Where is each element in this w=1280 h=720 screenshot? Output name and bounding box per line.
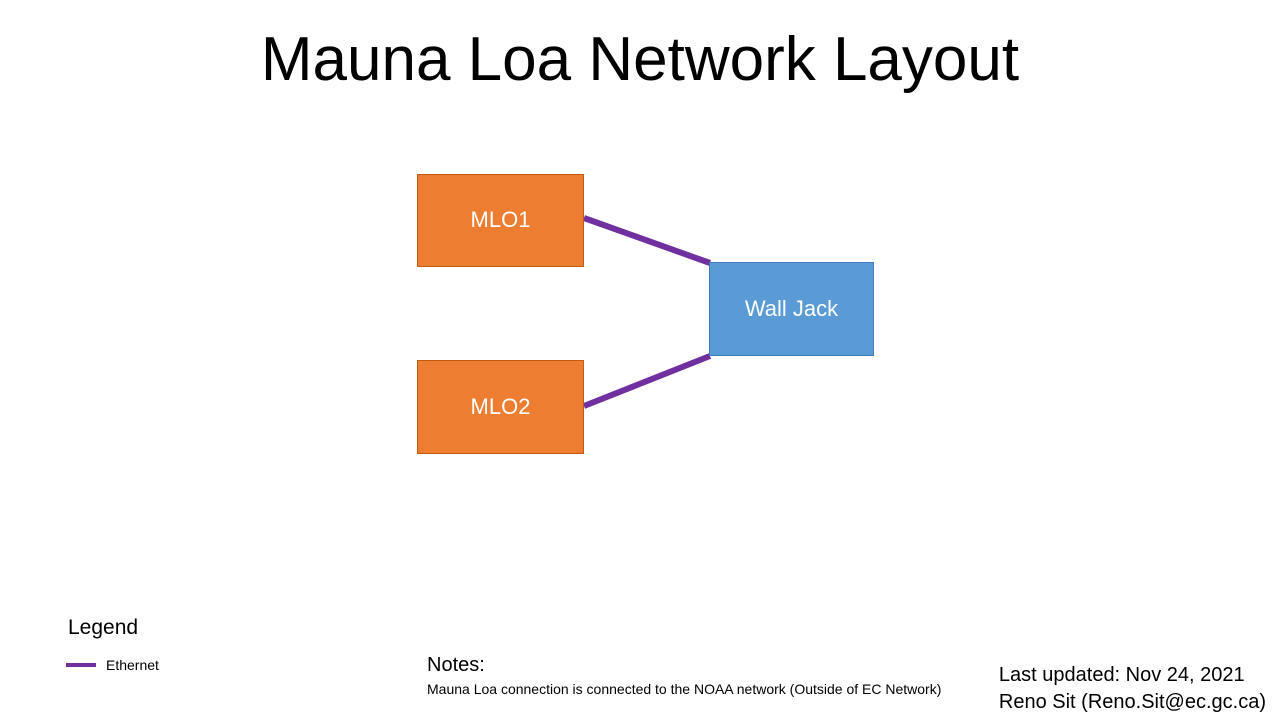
notes-body: Mauna Loa connection is connected to the… (427, 681, 942, 697)
node-mlo1-label: MLO1 (470, 207, 531, 233)
node-mlo1[interactable]: MLO1 (417, 174, 584, 267)
ethernet-line-swatch-icon (66, 663, 96, 667)
footer-author: Reno Sit (Reno.Sit@ec.gc.ca) (998, 691, 1266, 713)
footer-block: Last updated: Nov 24, 2021 Reno Sit (Ren… (999, 662, 1266, 716)
link-mlo1-to-walljack (582, 215, 712, 266)
node-mlo2[interactable]: MLO2 (417, 360, 584, 454)
link-mlo2-to-walljack (582, 353, 712, 409)
notes-heading: Notes: (427, 654, 485, 676)
node-mlo2-label: MLO2 (470, 393, 531, 419)
node-wall-jack-label: Wall Jack (744, 295, 839, 321)
notes-block: Notes: Mauna Loa connection is connected… (427, 653, 941, 700)
footer-last-updated: Last updated: Nov 24, 2021 (998, 664, 1245, 686)
page-title: Mauna Loa Network Layout (260, 25, 1020, 94)
legend-title: Legend (68, 616, 139, 639)
node-wall-jack[interactable]: Wall Jack (709, 262, 874, 356)
legend-item-ethernet: Ethernet (66, 658, 159, 672)
legend-item-ethernet-label: Ethernet (106, 657, 159, 673)
